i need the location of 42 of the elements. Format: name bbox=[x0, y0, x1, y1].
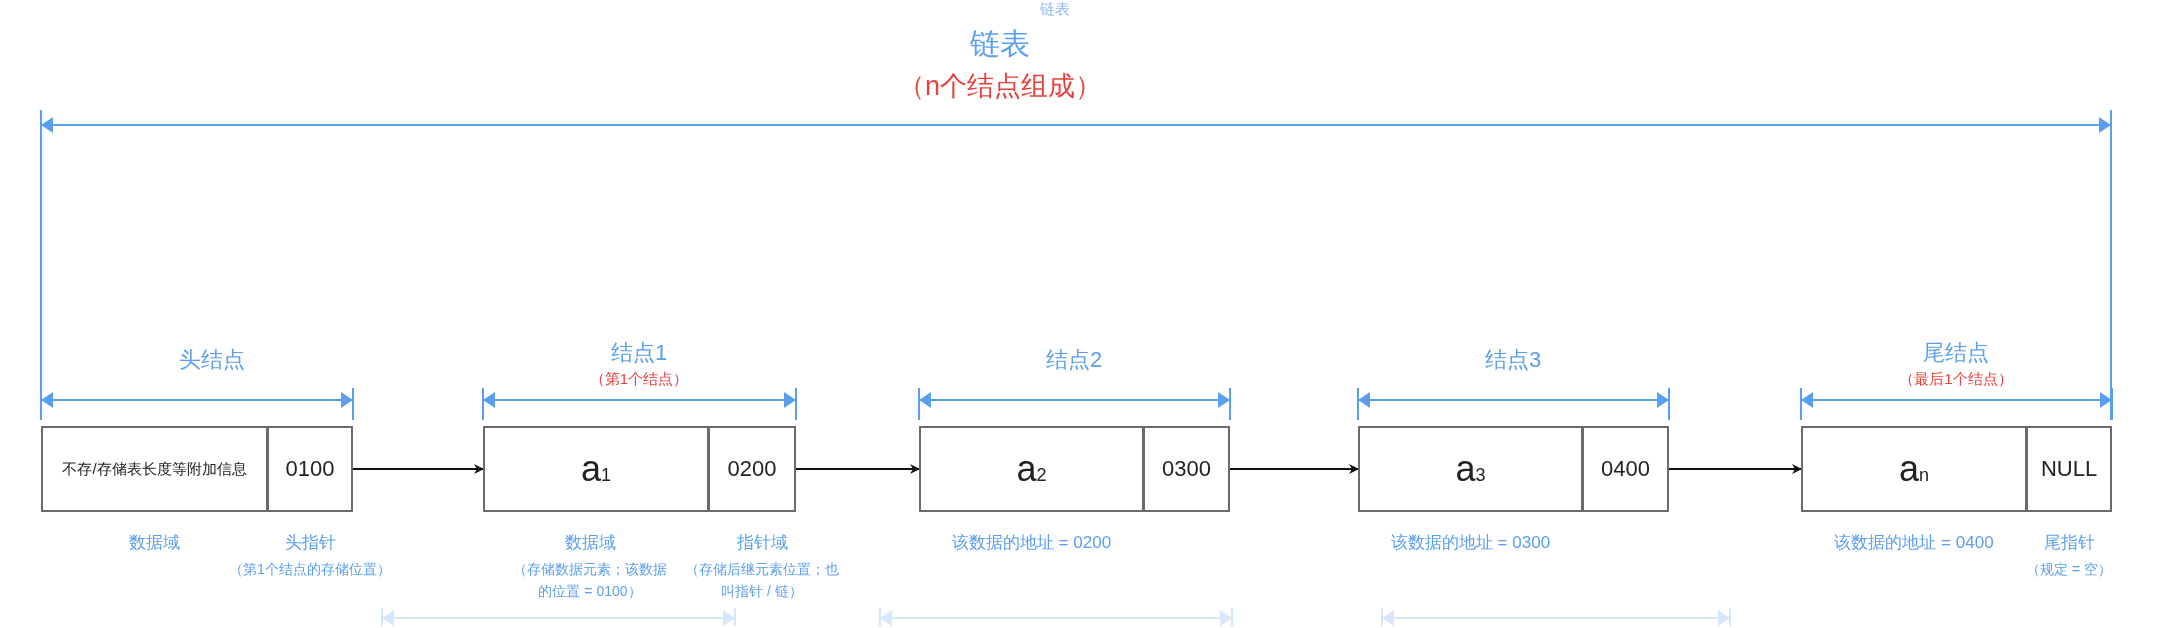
node-heading: 结点1 bbox=[610, 339, 668, 367]
cell-text: 0300 bbox=[1162, 456, 1211, 482]
field-note: （第1个结点的存储位置） bbox=[228, 560, 392, 579]
field-note: （存储数据元素；该数据的位置 = 0100） bbox=[512, 560, 668, 601]
node-heading: 头结点 bbox=[179, 346, 245, 374]
data-field-cell bbox=[1358, 426, 1583, 512]
field-label: 指针域 bbox=[736, 532, 788, 554]
field-label: 尾指针 bbox=[2043, 532, 2095, 554]
cell-text: 0200 bbox=[727, 456, 777, 482]
pointer-field-cell bbox=[267, 426, 353, 512]
cell-text: 0100 bbox=[285, 456, 335, 482]
pointer-field-cell bbox=[1582, 426, 1669, 512]
field-label: 数据域 bbox=[129, 532, 180, 554]
field-label: 该数据的地址 = 0200 bbox=[951, 532, 1112, 554]
arrow bbox=[1229, 464, 1359, 474]
node-heading: 尾结点 bbox=[1923, 339, 1989, 367]
node-heading: 结点3 bbox=[1484, 346, 1542, 374]
node-heading: 结点2 bbox=[1045, 346, 1103, 374]
field-label: 该数据的地址 = 0300 bbox=[1390, 532, 1551, 554]
cell-text: 不存/存储表长度等附加信息 bbox=[62, 459, 247, 479]
pointer-field-cell bbox=[708, 426, 796, 512]
node-subheading: （最后1个结点） bbox=[1899, 370, 2013, 389]
data-field-cell bbox=[1801, 426, 2027, 512]
data-field-cell bbox=[41, 426, 268, 512]
arrow bbox=[352, 464, 484, 474]
data-field-cell bbox=[919, 426, 1144, 512]
field-label: 数据域 bbox=[564, 532, 616, 554]
diagram-title: 链表 bbox=[970, 26, 1030, 62]
arrow bbox=[1668, 464, 1802, 474]
field-label: 该数据的地址 = 0400 bbox=[1834, 532, 1994, 554]
faint-title: 链表 bbox=[1040, 0, 1070, 19]
arrow bbox=[795, 464, 920, 474]
cell-text: NULL bbox=[2040, 456, 2098, 482]
node-subheading: （第1个结点） bbox=[589, 370, 689, 389]
field-label: 头指针 bbox=[284, 532, 336, 554]
data-field-cell bbox=[483, 426, 709, 512]
pointer-field-cell bbox=[2026, 426, 2112, 512]
field-note: （存储后继元素位置；也叫指针 / 链） bbox=[684, 560, 840, 601]
cell-text: 0400 bbox=[1601, 456, 1650, 482]
pointer-field-cell bbox=[1143, 426, 1230, 512]
subtitle: （n个结点组成） bbox=[898, 70, 1102, 103]
field-note: （规定 = 空） bbox=[2025, 560, 2113, 579]
